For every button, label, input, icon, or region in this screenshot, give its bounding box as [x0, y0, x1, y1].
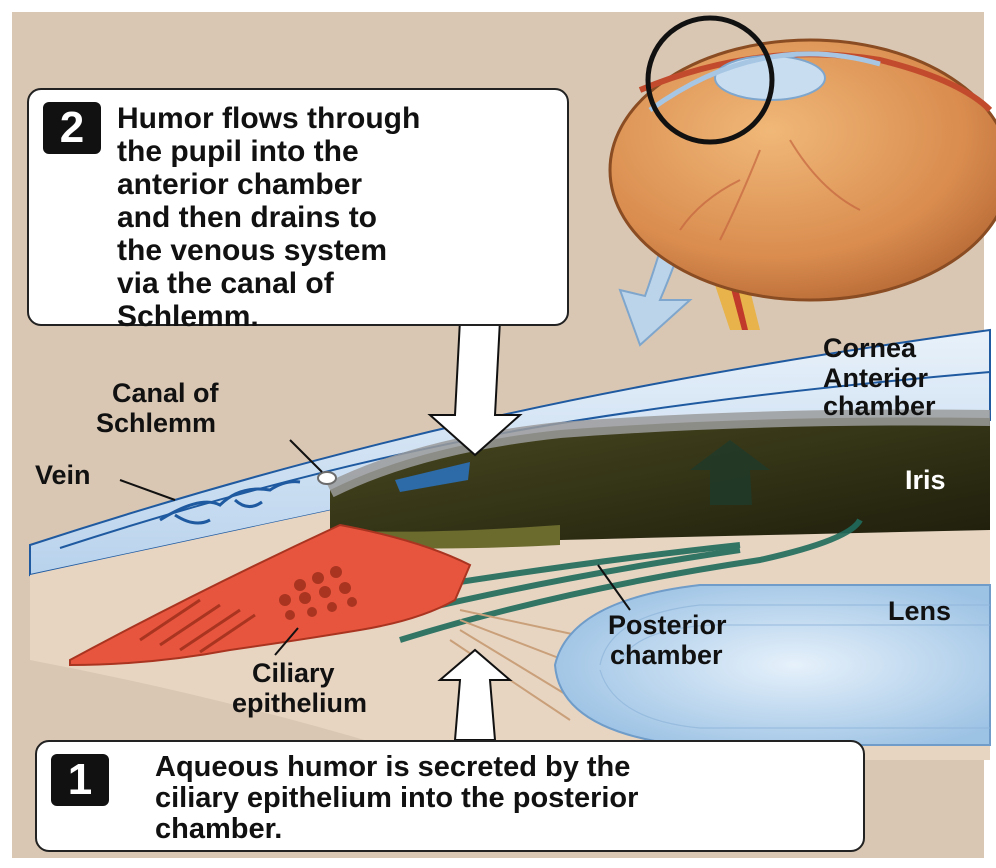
step-2-text: Humor flows through the pupil into the a…	[117, 102, 557, 333]
label-posterior-2: chamber	[610, 642, 723, 669]
canal-of-schlemm	[318, 472, 336, 484]
label-posterior-1: Posterior	[608, 612, 727, 639]
label-lens: Lens	[888, 598, 951, 625]
callout-step-1: 1 Aqueous humor is secreted by the cilia…	[35, 740, 865, 852]
callout-step-2: 2 Humor flows through the pupil into the…	[27, 88, 569, 326]
label-canal-2: Schlemm	[96, 410, 216, 437]
label-anterior-chamber-1: Anterior	[823, 365, 928, 392]
label-ciliary-1: Ciliary	[252, 660, 335, 687]
label-cornea: Cornea	[823, 335, 916, 362]
label-ciliary-2: epithelium	[232, 690, 367, 717]
step-1-number: 1	[51, 754, 109, 806]
label-vein: Vein	[35, 462, 91, 489]
label-iris: Iris	[905, 467, 946, 494]
step-1-text: Aqueous humor is secreted by the ciliary…	[155, 752, 855, 845]
label-anterior-chamber-2: chamber	[823, 393, 936, 420]
label-canal-1: Canal of	[112, 380, 219, 407]
step-2-number: 2	[43, 102, 101, 154]
